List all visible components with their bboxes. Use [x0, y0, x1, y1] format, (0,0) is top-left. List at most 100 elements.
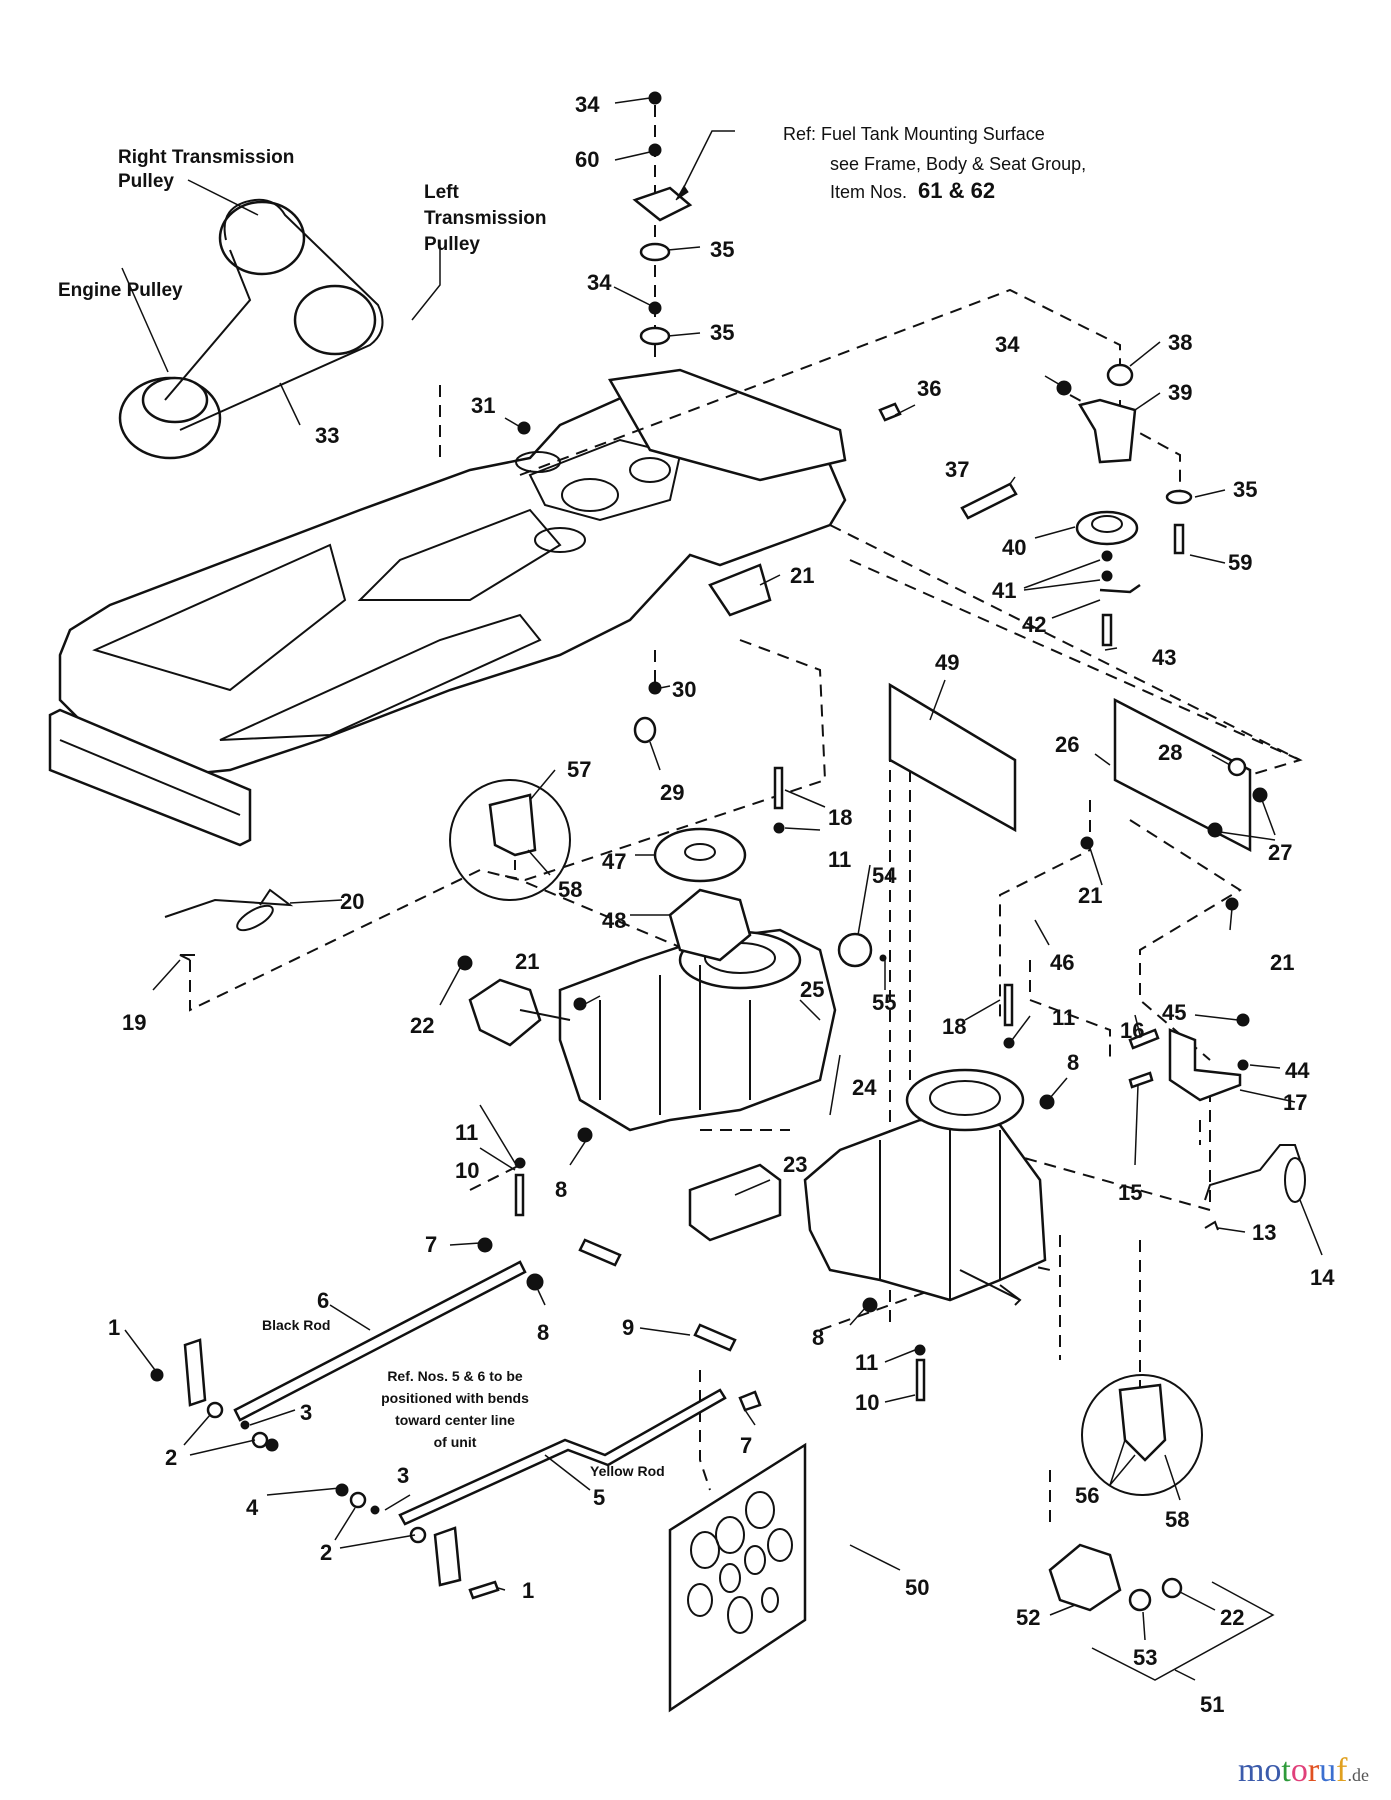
callout-22[interactable]: 22 — [410, 1013, 434, 1038]
callout-24[interactable]: 24 — [852, 1075, 877, 1100]
bolt-9a[interactable] — [578, 1238, 622, 1267]
mounting-plate-26[interactable] — [1113, 697, 1252, 853]
callout-37[interactable]: 37 — [945, 457, 969, 482]
right-transmission-pulley[interactable] — [218, 200, 306, 276]
callout-17[interactable]: 17 — [1283, 1090, 1307, 1115]
nut-11b[interactable] — [1003, 1037, 1015, 1049]
fan-48[interactable] — [668, 888, 752, 962]
callout-26[interactable]: 26 — [1055, 732, 1079, 757]
callout-8[interactable]: 8 — [537, 1320, 549, 1345]
clip-3a[interactable] — [240, 1420, 250, 1430]
callout-35[interactable]: 35 — [1233, 477, 1257, 502]
callout-36[interactable]: 36 — [917, 376, 941, 401]
callout-2[interactable]: 2 — [165, 1445, 177, 1470]
callout-7[interactable]: 7 — [740, 1433, 752, 1458]
callout-50[interactable]: 50 — [905, 1575, 929, 1600]
callout-30[interactable]: 30 — [672, 677, 696, 702]
washer-35[interactable] — [639, 242, 671, 262]
callout-13[interactable]: 13 — [1252, 1220, 1276, 1245]
bolt-15[interactable] — [1128, 1071, 1154, 1089]
callout-3[interactable]: 3 — [397, 1463, 409, 1488]
bracket-1a[interactable] — [183, 1338, 207, 1407]
wire-20[interactable] — [164, 888, 294, 918]
callout-10[interactable]: 10 — [455, 1158, 479, 1183]
callout-60[interactable]: 60 — [575, 147, 599, 172]
callout-40[interactable]: 40 — [1002, 535, 1026, 560]
nut-21-c[interactable] — [1080, 836, 1094, 850]
callout-34[interactable]: 34 — [587, 270, 612, 295]
callout-44[interactable]: 44 — [1285, 1058, 1310, 1083]
yellow-rod-5[interactable] — [398, 1388, 727, 1526]
callout-28[interactable]: 28 — [1158, 740, 1182, 765]
callout-35[interactable]: 35 — [710, 320, 734, 345]
nut-11c[interactable] — [514, 1157, 526, 1169]
callout-48[interactable]: 48 — [602, 908, 626, 933]
washer-2c[interactable] — [349, 1491, 367, 1509]
callout-39[interactable]: 39 — [1168, 380, 1192, 405]
callout-46[interactable]: 46 — [1050, 950, 1074, 975]
washer-35-c[interactable] — [1165, 489, 1193, 505]
nut-34[interactable] — [648, 91, 662, 105]
right-transmission-pulley-part[interactable] — [905, 1068, 1025, 1132]
bracket-17[interactable] — [1168, 1028, 1242, 1102]
callout-54[interactable]: 54 — [872, 863, 897, 888]
callout-25[interactable]: 25 — [800, 977, 824, 1002]
fan-54[interactable] — [837, 932, 873, 968]
callout-21[interactable]: 21 — [790, 563, 814, 588]
nut-22a[interactable] — [457, 955, 473, 971]
bolt-1a[interactable] — [150, 1368, 164, 1382]
callout-15[interactable]: 15 — [1118, 1180, 1142, 1205]
left-transmission-assembly[interactable] — [468, 928, 837, 1132]
bolt-1b[interactable] — [468, 1580, 500, 1600]
callout-47[interactable]: 47 — [602, 849, 626, 874]
callout-6[interactable]: 6 — [317, 1288, 329, 1313]
seal-kit-50[interactable] — [668, 1442, 807, 1713]
nut-8c[interactable] — [526, 1273, 544, 1291]
callout-2[interactable]: 2 — [320, 1540, 332, 1565]
right-transmission-assembly[interactable] — [803, 1068, 1047, 1306]
callout-42[interactable]: 42 — [1022, 612, 1046, 637]
callout-58[interactable]: 58 — [558, 877, 582, 902]
nut-22b[interactable] — [1161, 1577, 1183, 1599]
frame-chassis[interactable] — [48, 368, 847, 847]
callout-49[interactable]: 49 — [935, 650, 959, 675]
nut-28[interactable] — [1227, 757, 1247, 777]
nut-60[interactable] — [648, 143, 662, 157]
bracket-42[interactable] — [1099, 583, 1141, 594]
pulley-47[interactable] — [653, 827, 747, 883]
callout-5[interactable]: 5 — [593, 1485, 605, 1510]
washer-41a[interactable] — [1101, 550, 1113, 562]
nut-11d[interactable] — [914, 1344, 926, 1356]
washer-2a[interactable] — [206, 1401, 224, 1419]
callout-16[interactable]: 16 — [1120, 1018, 1144, 1043]
callout-57[interactable]: 57 — [567, 757, 591, 782]
callout-8[interactable]: 8 — [555, 1177, 567, 1202]
callout-18[interactable]: 18 — [942, 1014, 966, 1039]
nut-29[interactable] — [633, 716, 657, 744]
callout-14[interactable]: 14 — [1310, 1265, 1335, 1290]
callout-11[interactable]: 11 — [455, 1120, 478, 1145]
bracket-1b[interactable] — [433, 1526, 462, 1587]
callout-55[interactable]: 55 — [872, 990, 896, 1015]
callout-19[interactable]: 19 — [122, 1010, 146, 1035]
callout-31[interactable]: 31 — [471, 393, 495, 418]
idler-pulley-40[interactable] — [1075, 510, 1139, 546]
nut-27b[interactable] — [1207, 822, 1223, 838]
callout-27[interactable]: 27 — [1268, 840, 1292, 865]
nut-53[interactable] — [1128, 1588, 1152, 1612]
callout-4[interactable]: 4 — [246, 1495, 259, 1520]
clip-19[interactable] — [179, 954, 195, 961]
nut-7a[interactable] — [477, 1237, 493, 1253]
callout-58[interactable]: 58 — [1165, 1507, 1189, 1532]
nut-31[interactable] — [517, 421, 531, 435]
callout-45[interactable]: 45 — [1162, 1000, 1186, 1025]
callout-59[interactable]: 59 — [1228, 550, 1252, 575]
callout-23[interactable]: 23 — [783, 1152, 807, 1177]
callout-20[interactable]: 20 — [340, 889, 364, 914]
callout-9[interactable]: 9 — [622, 1315, 634, 1340]
callout-56[interactable]: 56 — [1075, 1483, 1099, 1508]
bolt-18b[interactable] — [1003, 983, 1014, 1027]
callout-11[interactable]: 11 — [828, 847, 851, 872]
bolt-10a[interactable] — [514, 1173, 525, 1217]
bolt-18a[interactable] — [773, 766, 784, 810]
